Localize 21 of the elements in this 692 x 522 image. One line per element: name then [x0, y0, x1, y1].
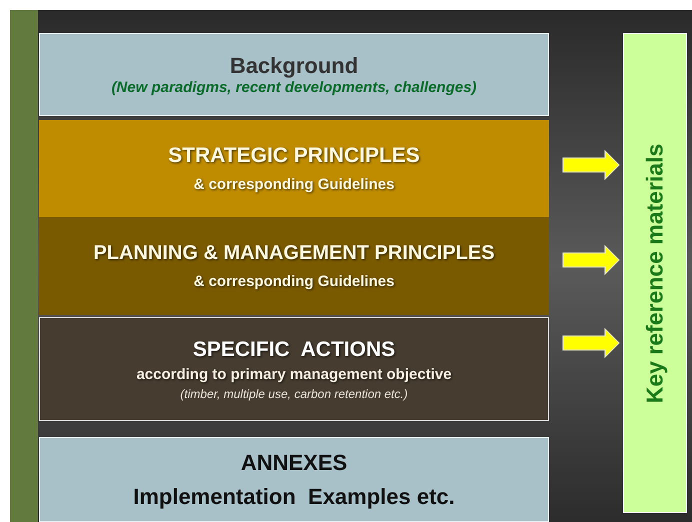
section-box: [39, 217, 549, 315]
arrow: [562, 150, 620, 180]
section-box: [39, 317, 549, 421]
arrow: [562, 328, 620, 358]
side-panel: [623, 33, 687, 513]
section-box: [39, 33, 549, 116]
section-note: (timber, multiple use, carbon retention etc.): [180, 386, 408, 400]
section-subtitle: & corresponding Guidelines: [194, 273, 394, 290]
section-title: STRATEGIC PRINCIPLES: [168, 144, 420, 168]
section-box: [39, 437, 549, 522]
section-title: PLANNING & MANAGEMENT PRINCIPLES: [93, 242, 495, 265]
arrow: [562, 244, 620, 276]
section-subtitle: Implementation Examples etc.: [133, 484, 455, 510]
section-title: Background: [230, 53, 358, 79]
section-subtitle: & corresponding Guidelines: [194, 176, 394, 193]
section-box: [39, 120, 549, 217]
panel-title: Key reference materials: [642, 143, 668, 403]
section-subtitle: (New paradigms, recent developments, challenges): [111, 79, 477, 96]
section-title: ANNEXES: [240, 450, 348, 476]
section-subtitle: according to primary management objective: [136, 366, 452, 382]
section-title: SPECIFIC ACTIONS: [192, 338, 396, 362]
